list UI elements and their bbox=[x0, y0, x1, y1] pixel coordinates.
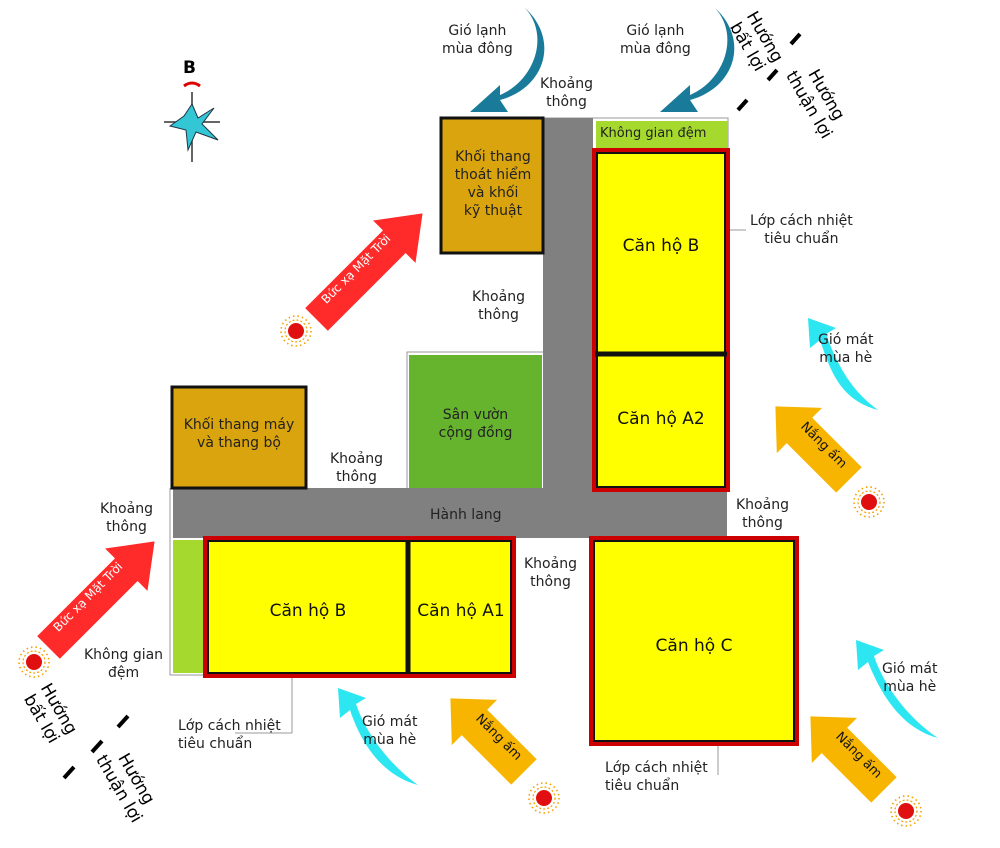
cool-wind-label-right-2: Gió mát mùa hè bbox=[882, 661, 938, 695]
sun-icon bbox=[280, 315, 312, 347]
apartment-c-shape bbox=[589, 536, 799, 746]
warm-sun-arrow-2 bbox=[450, 698, 537, 785]
cold-wind-arrow-2 bbox=[660, 8, 735, 112]
warm-sun-arrow-1 bbox=[775, 406, 862, 493]
buffer-zone-left bbox=[173, 540, 203, 673]
orientation-separator-bottom bbox=[62, 714, 130, 780]
ventilation-label-top: Khoảng thông bbox=[540, 76, 593, 110]
buffer-left-label: Không gian đệm bbox=[84, 647, 164, 681]
ventilation-label-right-corridor: Khoảng thông bbox=[736, 497, 789, 531]
site-outline bbox=[169, 117, 746, 775]
cold-wind-label-2: Gió lạnh mùa đông bbox=[620, 23, 691, 57]
sun-icon bbox=[890, 795, 922, 827]
sun-icon bbox=[528, 782, 560, 814]
stair-escape-block bbox=[439, 116, 545, 255]
ventilation-label-center: Khoảng thông bbox=[524, 556, 577, 590]
apartment-a1-label: Căn hộ A1 bbox=[417, 601, 505, 621]
apartment-b-right-label: Căn hộ B bbox=[622, 236, 700, 256]
solar-radiation-arrow-1 bbox=[305, 213, 423, 331]
ventilation-label-left: Khoảng thông bbox=[100, 501, 153, 535]
buffer-top-label: Không gian đệm bbox=[600, 126, 707, 141]
insulation-label-right: Lớp cách nhiệt tiêu chuẩn bbox=[750, 213, 853, 247]
north-compass-icon bbox=[164, 81, 220, 162]
ventilation-label-mid: Khoảng thông bbox=[472, 289, 525, 323]
cold-wind-label-1: Gió lạnh mùa đông bbox=[442, 23, 513, 57]
sun-icon bbox=[853, 486, 885, 518]
ventilation-label-elevator: Khoảng thông bbox=[330, 451, 383, 485]
cool-wind-arrow-right-2 bbox=[856, 640, 938, 738]
apartment-left-shape bbox=[203, 536, 516, 678]
elevator-block bbox=[170, 385, 308, 490]
insulation-label-bottom: Lớp cách nhiệt tiêu chuẩn bbox=[605, 760, 708, 794]
solar-radiation-arrow-2 bbox=[37, 541, 155, 659]
cool-wind-arrow-bottom bbox=[338, 688, 418, 785]
warm-sun-arrow-3 bbox=[810, 716, 897, 803]
elevator-block-label: Khối thang máy và thang bộ bbox=[183, 417, 295, 451]
apartment-c-label: Căn hộ C bbox=[655, 636, 733, 656]
cool-wind-label-bottom: Gió mát mùa hè bbox=[362, 714, 418, 748]
apartment-b-left-label: Căn hộ B bbox=[269, 601, 347, 621]
apartments bbox=[203, 148, 799, 746]
cool-wind-arrow-right-1 bbox=[808, 318, 878, 410]
corridor-area bbox=[173, 118, 727, 538]
apartment-a2-label: Căn hộ A2 bbox=[617, 409, 705, 429]
apartment-b-right-shape bbox=[592, 148, 730, 492]
corridor-label: Hành lang bbox=[430, 507, 502, 523]
cold-wind-arrow-1 bbox=[470, 8, 545, 112]
buffer-zone-top bbox=[596, 121, 728, 148]
cool-wind-label-right-1: Gió mát mùa hè bbox=[818, 332, 874, 366]
sun-icon bbox=[18, 646, 50, 678]
garden-label: Sân vườn cộng đồng bbox=[438, 407, 513, 441]
north-label: B bbox=[183, 58, 196, 78]
stair-escape-label: Khối thang thoát hiểm và khối kỹ thuật bbox=[454, 149, 532, 219]
insulation-label-left: Lớp cách nhiệt tiêu chuẩn bbox=[178, 718, 281, 752]
community-garden bbox=[409, 355, 542, 488]
orientation-separator-top bbox=[736, 32, 802, 112]
